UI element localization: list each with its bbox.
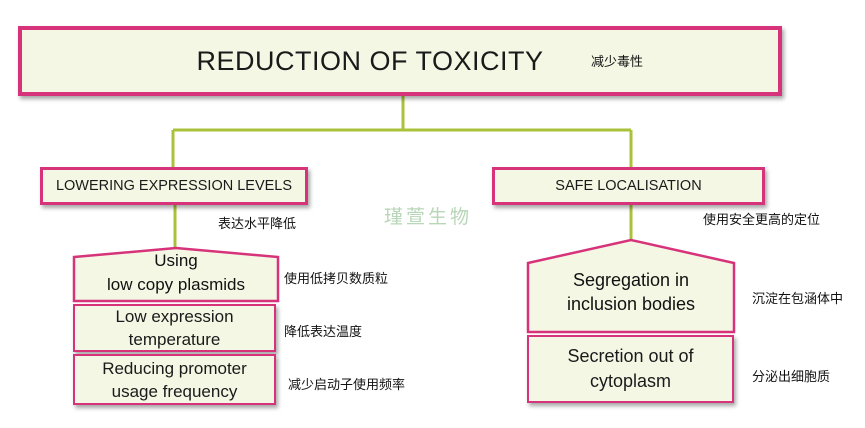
left-item-3-line1: Reducing promoter <box>102 358 247 378</box>
left-item-3-note: 减少启动子使用频率 <box>288 378 406 393</box>
left-item-3-line2: usage frequency <box>111 381 238 401</box>
branch-left-label: LOWERING EXPRESSION LEVELS <box>55 178 293 194</box>
left-item-low-copy-plasmids: Using low copy plasmids <box>72 246 280 303</box>
left-item-low-expression-temperature: Low expression temperature <box>73 304 276 352</box>
left-item-2-line2: temperature <box>128 330 221 349</box>
pentagon-shape <box>72 246 280 303</box>
left-item-1-line1: Using <box>154 251 198 270</box>
left-item-reducing-promoter: Reducing promoter usage frequency <box>73 354 276 405</box>
branch-left-note: 表达水平降低 <box>218 217 297 232</box>
right-item-1-line1: Segregation in <box>572 270 690 290</box>
left-item-2-line1: Low expression <box>115 307 234 326</box>
right-item-1-note: 沉淀在包涵体中 <box>752 292 844 307</box>
branch-lowering-expression: LOWERING EXPRESSION LEVELS <box>40 167 308 205</box>
title-box: REDUCTION OF TOXICITY <box>18 26 782 96</box>
left-item-1-note: 使用低拷贝数质粒 <box>284 272 389 287</box>
right-item-2-note: 分泌出细胞质 <box>752 370 831 385</box>
right-item-secretion: Secretion out of cytoplasm <box>527 335 734 403</box>
branch-right-label: SAFE LOCALISATION <box>555 178 702 194</box>
right-item-1-line2: inclusion bodies <box>566 294 696 314</box>
pentagon-shape <box>526 238 736 334</box>
watermark: 瑾萱生物 <box>384 206 473 228</box>
right-item-segregation: Segregation in inclusion bodies <box>526 238 736 334</box>
right-item-2-line2: cytoplasm <box>589 371 672 391</box>
left-item-2-note: 降低表达温度 <box>284 325 363 340</box>
title-note: 减少毒性 <box>591 55 644 70</box>
right-item-2-line1: Secretion out of <box>567 346 694 366</box>
branch-safe-localisation: SAFE LOCALISATION <box>492 167 765 205</box>
branch-right-note: 使用安全更高的定位 <box>703 213 821 228</box>
left-item-1-line2: low copy plasmids <box>107 275 245 294</box>
title-text: REDUCTION OF TOXICITY <box>196 45 544 76</box>
